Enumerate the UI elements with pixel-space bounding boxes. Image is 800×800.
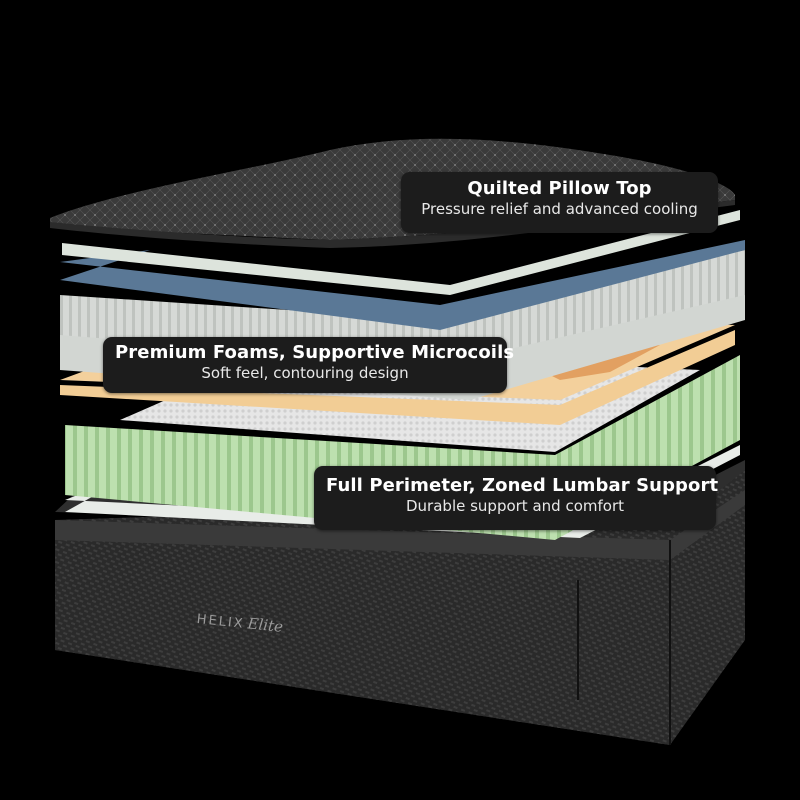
microcoil-layer bbox=[60, 250, 745, 365]
callout-perimeter-support: Full Perimeter, Zoned Lumbar Support Dur… bbox=[314, 466, 719, 530]
callout-subtitle: Pressure relief and advanced cooling bbox=[421, 200, 698, 218]
blue-foam-layer bbox=[60, 240, 745, 330]
white-base-foam-layer bbox=[65, 445, 740, 538]
model-name: Elite bbox=[246, 614, 284, 636]
callout-premium-foams: Premium Foams, Supportive Microcoils Sof… bbox=[103, 337, 515, 393]
callout-title: Quilted Pillow Top bbox=[467, 178, 652, 199]
callout-title: Full Perimeter, Zoned Lumbar Support bbox=[326, 475, 719, 496]
white-foam-layer bbox=[62, 210, 740, 295]
callout-title: Premium Foams, Supportive Microcoils bbox=[115, 342, 515, 363]
callout-subtitle: Durable support and comfort bbox=[406, 497, 624, 515]
callout-pillow-top: Quilted Pillow Top Pressure relief and a… bbox=[401, 172, 718, 233]
callout-subtitle: Soft feel, contouring design bbox=[201, 364, 409, 382]
